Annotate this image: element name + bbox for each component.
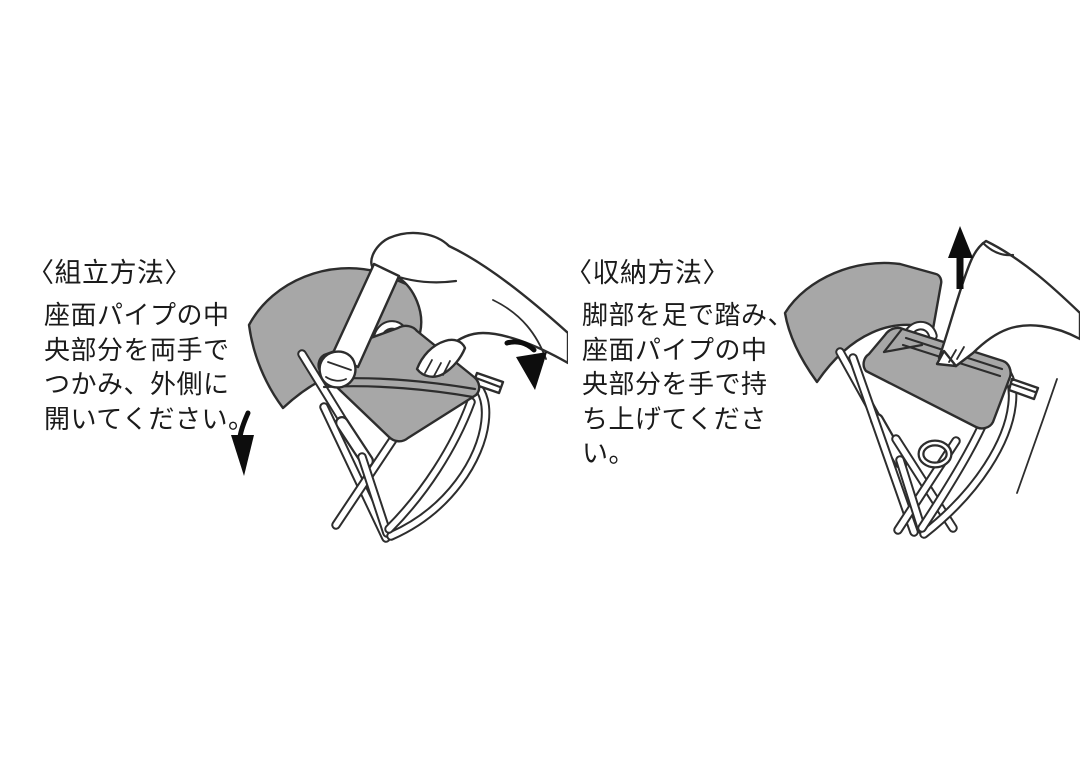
arrow-up-icon: [948, 226, 973, 289]
storage-instruction-line: 脚部を足で踏み、: [582, 300, 795, 330]
storage-illustration: [772, 212, 1080, 557]
chair-unfold-drawing: [231, 231, 568, 543]
person-right-hand: [415, 338, 467, 378]
elbow-contour-line: [492, 299, 547, 360]
storage-instruction-line: 央部分を手で持: [582, 369, 768, 399]
assembly-instruction-line: 座面パイプの中: [44, 300, 230, 330]
chair-frame: [297, 349, 505, 543]
storage-title: 〈収納方法〉: [565, 258, 730, 288]
storage-instruction-line: 座面パイプの中: [582, 334, 768, 365]
assembly-instruction-line: 央部分を両手で: [44, 334, 230, 365]
assembly-text-block: 〈組立方法〉 座面パイプの中 央部分を両手で つかみ、外側に 開いてください。: [27, 257, 262, 436]
storage-text-block: 〈収納方法〉 脚部を足で踏み、 座面パイプの中 央部分を手で持 ち上げてくださ …: [565, 257, 800, 471]
assembly-instructions: 座面パイプの中 央部分を両手で つかみ、外側に 開いてください。: [44, 298, 262, 436]
person-left-forearm: [330, 262, 401, 369]
storage-instruction-line: い。: [582, 438, 636, 468]
person-arm: [935, 239, 1080, 368]
person-left-hand: [318, 350, 357, 389]
seat-fold-crease: [882, 327, 904, 354]
chair-fold-drawing: [783, 226, 1080, 539]
assembly-title: 〈組立方法〉: [27, 258, 192, 288]
curved-arrow-down-icon: [231, 410, 254, 476]
assembly-instruction-line: つかみ、外側に: [44, 369, 230, 399]
assembly-instruction-line: 開いてください。: [44, 403, 255, 434]
storage-instruction-line: ち上げてくださ: [582, 403, 767, 434]
storage-instructions: 脚部を足で踏み、 座面パイプの中 央部分を手で持 ち上げてくださ い。: [582, 298, 800, 471]
assembly-illustration: [228, 226, 568, 548]
person-leg-line: [1016, 378, 1058, 494]
curved-arrow-down-right-icon: [504, 339, 547, 390]
sleeve-cuff-line: [981, 241, 1015, 257]
